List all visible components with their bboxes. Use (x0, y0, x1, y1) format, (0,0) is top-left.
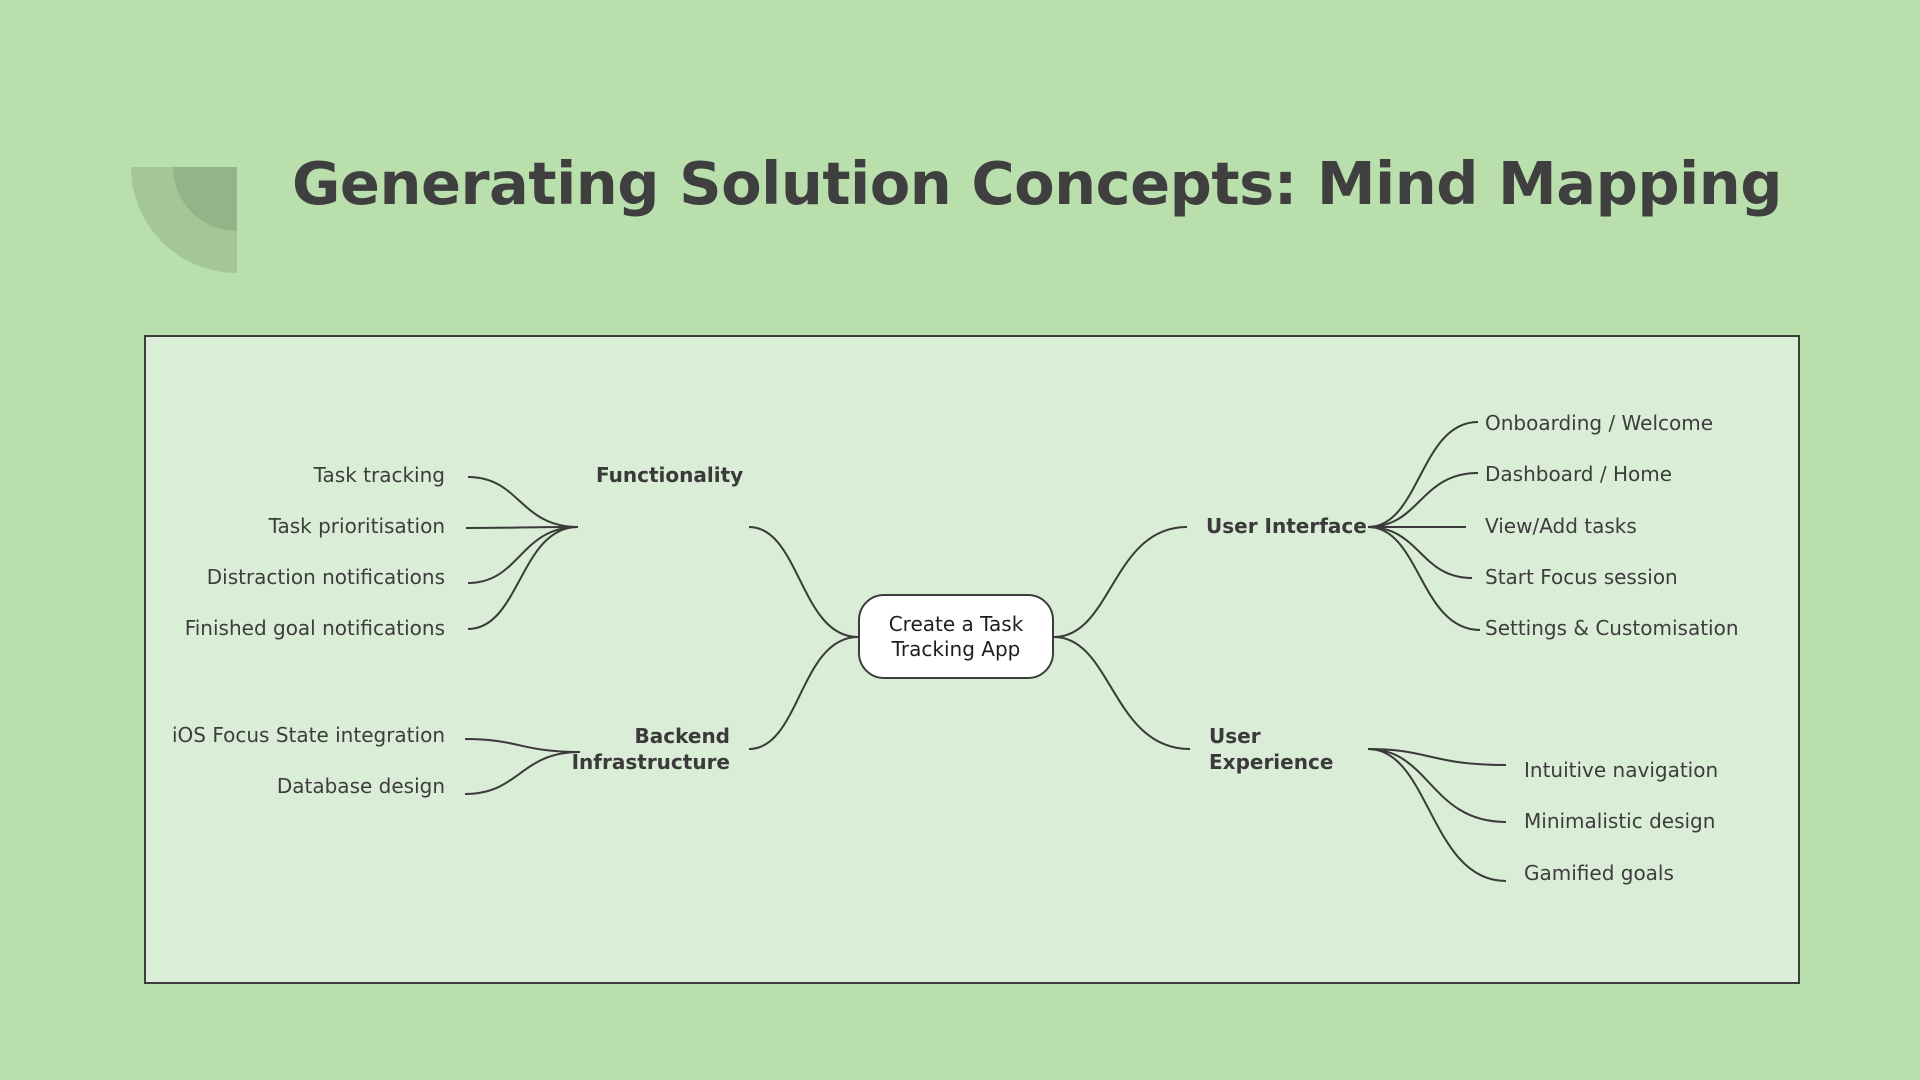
decorative-quarter-circle-shape (131, 167, 237, 273)
branch-backend-infrastructure: Backend Infrastructure (572, 723, 730, 775)
branch-backend-line-2: Infrastructure (571, 750, 730, 774)
functionality-leaf-task-prioritisation: Task prioritisation (268, 514, 445, 538)
user-interface-leaf-onboarding: Onboarding / Welcome (1485, 411, 1714, 435)
branch-functionality: Functionality (596, 463, 744, 487)
mindmap-center-node: Create a Task Tracking App (858, 594, 1054, 679)
user-interface-leaf-start-focus: Start Focus session (1485, 565, 1678, 589)
functionality-leaf-distraction-notifications: Distraction notifications (206, 565, 445, 589)
functionality-leaf-task-tracking: Task tracking (313, 463, 445, 487)
slide-title: Generating Solution Concepts: Mind Mappi… (292, 149, 1783, 218)
center-node-line-2: Tracking App (891, 636, 1021, 661)
branch-user-interface: User Interface (1206, 514, 1367, 538)
user-interface-leaf-view-add-tasks: View/Add tasks (1485, 514, 1637, 538)
user-interface-leaf-dashboard: Dashboard / Home (1485, 462, 1673, 486)
backend-leaf-ios-focus-state: iOS Focus State integration (172, 723, 445, 747)
user-experience-leaf-minimalistic-design: Minimalistic design (1524, 809, 1716, 833)
user-interface-leaf-settings: Settings & Customisation (1485, 616, 1739, 640)
branch-user-experience: User Experience (1209, 723, 1333, 775)
branch-user-experience-line-2: Experience (1209, 750, 1334, 774)
user-experience-leaf-gamified-goals: Gamified goals (1524, 861, 1674, 885)
backend-leaf-database-design: Database design (276, 774, 445, 798)
branch-backend-line-1: Backend (634, 724, 730, 748)
user-experience-leaf-intuitive-navigation: Intuitive navigation (1524, 758, 1719, 782)
center-node-line-1: Create a Task (888, 611, 1024, 636)
branch-user-experience-line-1: User (1209, 724, 1261, 748)
functionality-leaf-finished-goal-notifications: Finished goal notifications (184, 616, 445, 640)
